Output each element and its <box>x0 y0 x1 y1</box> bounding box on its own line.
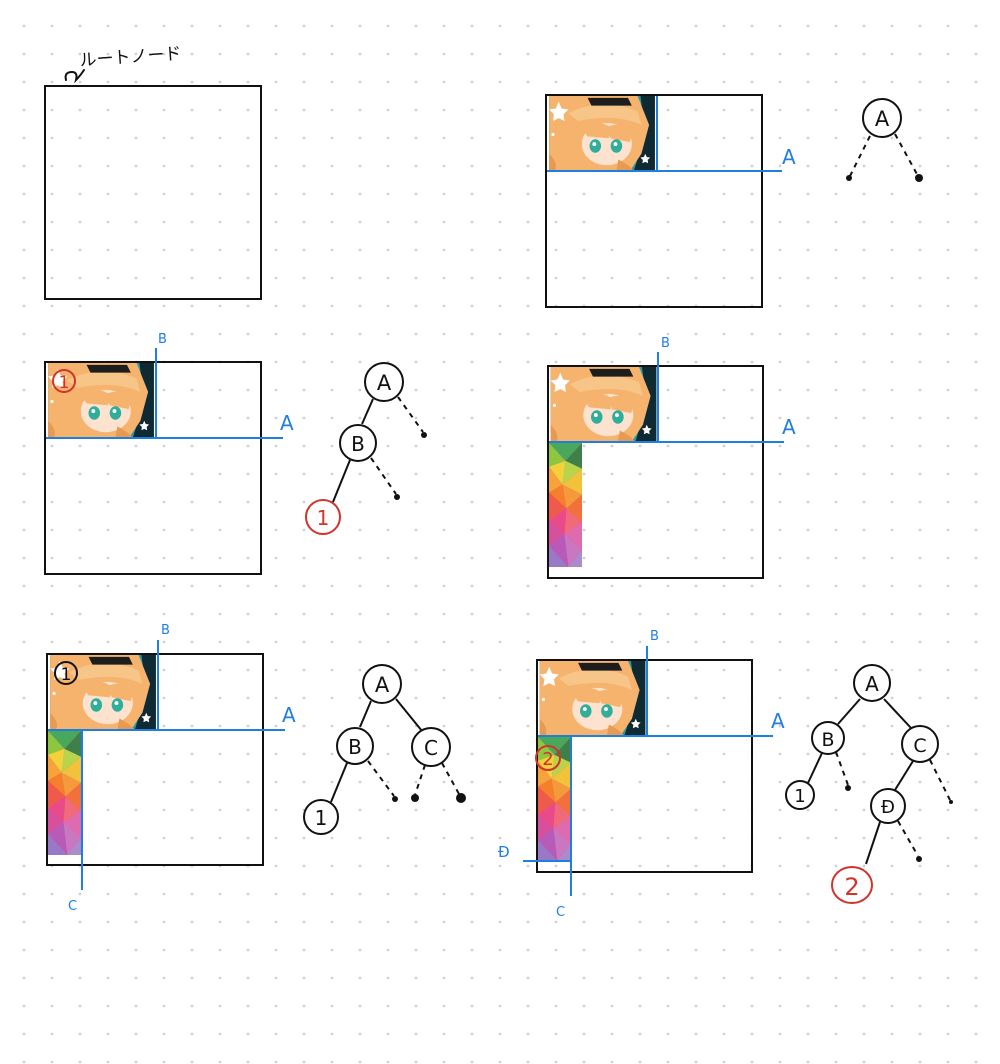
empty-leaf <box>456 793 466 803</box>
tree-leaf-1-label: 1 <box>794 786 805 807</box>
tree-node-b <box>339 424 377 462</box>
empty-leaf <box>846 175 852 181</box>
tree-node-c <box>411 727 451 767</box>
tree-leaf-1 <box>785 780 815 810</box>
split-label-a: A <box>782 145 796 169</box>
tree-node-a <box>362 664 402 704</box>
node-box <box>547 365 764 579</box>
panel-split-b: B A 1 A B 1 <box>44 332 427 575</box>
tree-edge <box>397 396 424 433</box>
tree-leaf-2 <box>831 866 873 904</box>
tree-leaf-1 <box>303 799 339 835</box>
tree-edge <box>894 133 919 177</box>
tree-edge <box>395 698 423 732</box>
tree-edge <box>359 700 372 728</box>
image-1-marker <box>52 369 76 393</box>
tree-edge <box>849 135 871 177</box>
tree-node-c-label: C <box>424 736 438 760</box>
split-label-a: A <box>771 709 785 733</box>
tree-edge <box>865 821 881 865</box>
split-label-b: B <box>650 629 659 644</box>
image-2-strip <box>48 731 81 855</box>
tree-edge <box>330 762 348 803</box>
split-label-b: B <box>161 623 170 638</box>
tree-node-b <box>336 727 374 765</box>
image-2-strip <box>549 443 582 567</box>
image-1-marker-label: 1 <box>59 373 70 393</box>
empty-leaf <box>949 800 953 804</box>
panel-split-d: B A C Đ 2 A B 1 C Đ 2 <box>498 629 953 920</box>
node-box <box>44 361 262 575</box>
root-node-box <box>44 85 262 300</box>
tree-edge <box>370 457 397 495</box>
tree-edge <box>883 698 912 729</box>
tree-edge <box>807 752 823 784</box>
empty-leaf <box>845 785 851 791</box>
tree-leaf-1-label: 1 <box>317 506 330 530</box>
empty-leaf <box>411 794 419 802</box>
tree-edge <box>441 762 460 795</box>
tree-node-c-label: C <box>913 735 926 757</box>
node-box <box>536 659 753 873</box>
tree-node-b-label: B <box>821 729 834 751</box>
tree-leaf-2-label: 2 <box>844 873 859 901</box>
split-label-a: A <box>280 411 294 435</box>
tree-node-a <box>853 664 891 702</box>
split-label-b: B <box>158 332 167 347</box>
split-label-a: A <box>282 703 296 727</box>
tree-node-d <box>870 788 906 824</box>
tree-node-b-label: B <box>348 735 362 759</box>
tree-node-a-label: A <box>377 371 392 395</box>
empty-leaf <box>421 432 427 438</box>
tree-leaf-1 <box>305 499 341 535</box>
image-1-portrait <box>549 96 655 171</box>
tree-edge <box>837 698 861 725</box>
node-box <box>46 653 264 866</box>
tree-edge <box>367 760 395 797</box>
tree-node-b-label: B <box>351 432 365 456</box>
split-label-b: B <box>661 336 670 351</box>
image-2-marker-label: 2 <box>542 749 553 770</box>
tree-node-b <box>811 721 845 755</box>
split-label-c: C <box>68 899 77 914</box>
tree-edge <box>361 398 374 425</box>
image-1-portrait <box>550 367 657 442</box>
panel-split-c: B A C 1 A B 1 C <box>46 623 466 914</box>
image-1-marker <box>54 661 78 685</box>
tree-node-a-label: A <box>375 673 390 697</box>
empty-leaf <box>394 494 400 500</box>
tree-node-a <box>862 98 902 138</box>
empty-leaf <box>392 796 398 802</box>
tree-leaf-1-label: 1 <box>315 806 328 830</box>
image-2-marker <box>535 745 561 771</box>
node-box <box>545 94 763 308</box>
root-arrow-icon <box>64 69 85 84</box>
tree-edge <box>332 459 351 503</box>
split-label-d: Đ <box>498 843 510 861</box>
empty-leaf <box>915 174 923 182</box>
tree-edge <box>897 820 919 857</box>
tree-node-a-label: A <box>875 107 890 131</box>
root-node-label: ルートノード <box>79 44 182 71</box>
tree-node-c <box>901 725 939 763</box>
tree-node-a <box>364 362 404 402</box>
tree-node-a-label: A <box>865 672 879 696</box>
split-label-a: A <box>782 415 796 439</box>
empty-leaf <box>916 856 922 862</box>
split-label-c: C <box>556 905 565 920</box>
tree-edge <box>929 759 951 801</box>
image-1-portrait <box>539 661 646 736</box>
tree-edge <box>835 751 849 786</box>
panel-root-node: ルートノード <box>44 44 262 300</box>
tree-edge <box>894 760 914 791</box>
tree-edge <box>414 764 426 796</box>
panel-insert-image-2: B A <box>547 336 796 579</box>
image-1-marker-label: 1 <box>61 665 72 685</box>
panel-split-a: A A <box>545 94 923 308</box>
tree-node-d-label: Đ <box>881 797 895 818</box>
